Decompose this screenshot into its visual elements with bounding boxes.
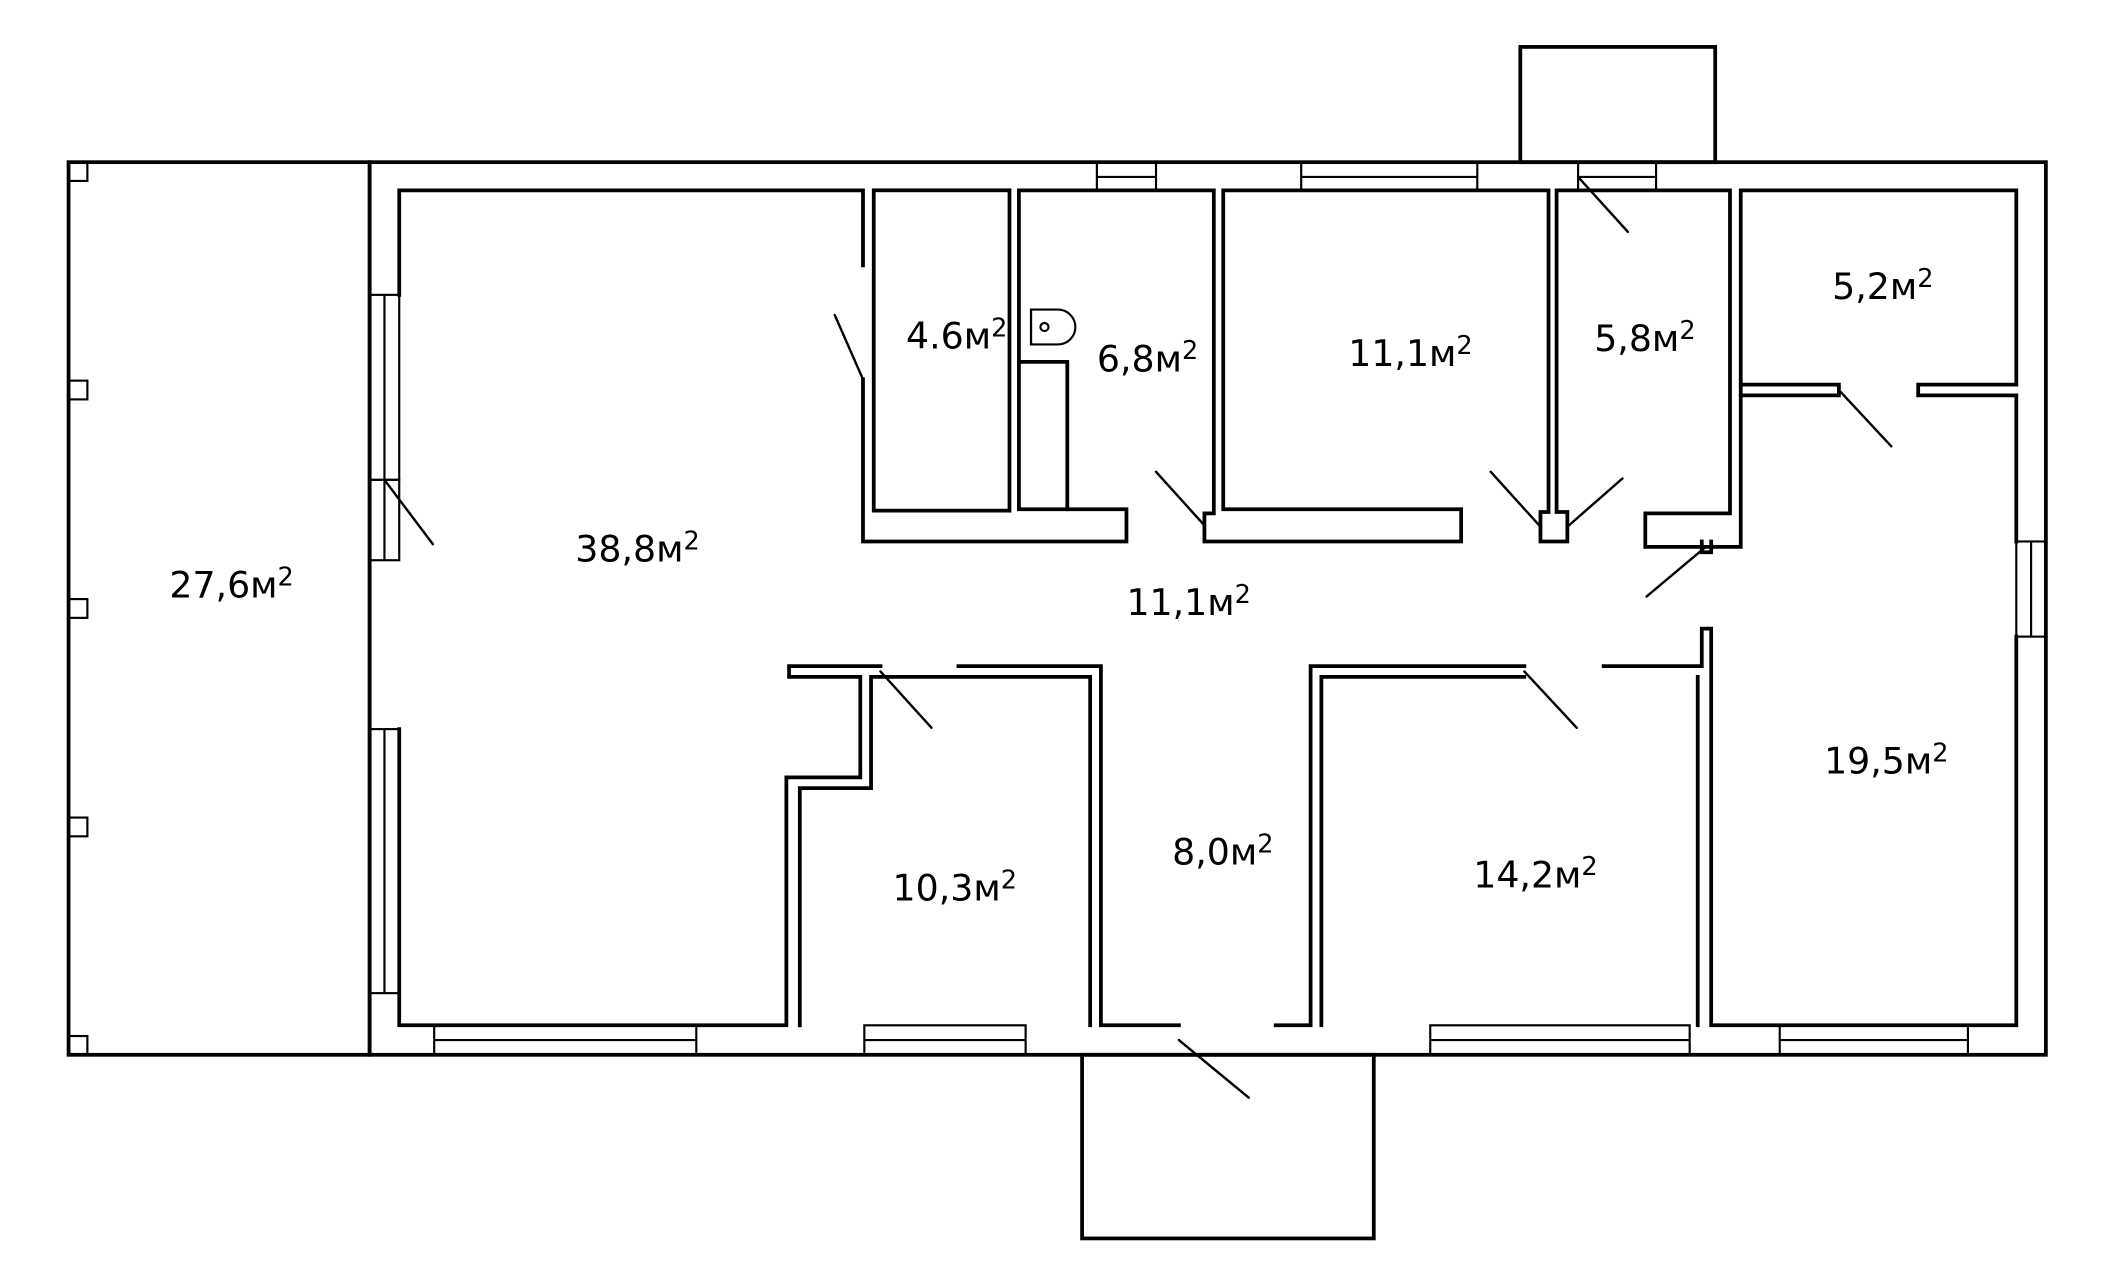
room-area-label-vestibule: 5,8м2	[1594, 316, 1695, 360]
windows	[368, 161, 2047, 1056]
terrace-post	[67, 1034, 89, 1056]
room-area-label-hall: 11,1м2	[1126, 580, 1250, 624]
terrace-post	[67, 816, 89, 838]
terrace-post	[67, 379, 89, 401]
room-area-label-terrace: 27,6м2	[169, 563, 293, 607]
door-swings	[383, 175, 1893, 1099]
toilet-icon	[1029, 308, 1077, 346]
room-area-label-living: 38,8м2	[575, 527, 699, 571]
south-porch	[1080, 1052, 1376, 1241]
room-area-label-room-south-east: 14,2м2	[1473, 852, 1597, 896]
room-area-label-bathroom: 6,8м2	[1097, 336, 1198, 380]
room-area-label-bedroom-north: 11,1м2	[1348, 331, 1472, 375]
room-area-label-room-south-west: 10,3м2	[893, 866, 1017, 910]
terrace-post	[67, 161, 89, 183]
room-area-label-room-east: 19,5м2	[1824, 738, 1948, 782]
area-labels: 27,6м2 38,8м2 4.6м2 6,8м2 11,1м2 5,8м2 5,2м2 11…	[169, 264, 1948, 910]
terrace-post	[67, 598, 89, 619]
terrace-outline	[66, 160, 372, 1057]
north-porch	[1518, 45, 1718, 165]
interior-walls	[797, 188, 1700, 1028]
room-area-label-utility: 5,2м2	[1832, 264, 1933, 308]
room-area-label-pantry: 4.6м2	[906, 313, 1007, 357]
room-area-label-corridor: 8,0м2	[1172, 829, 1273, 873]
